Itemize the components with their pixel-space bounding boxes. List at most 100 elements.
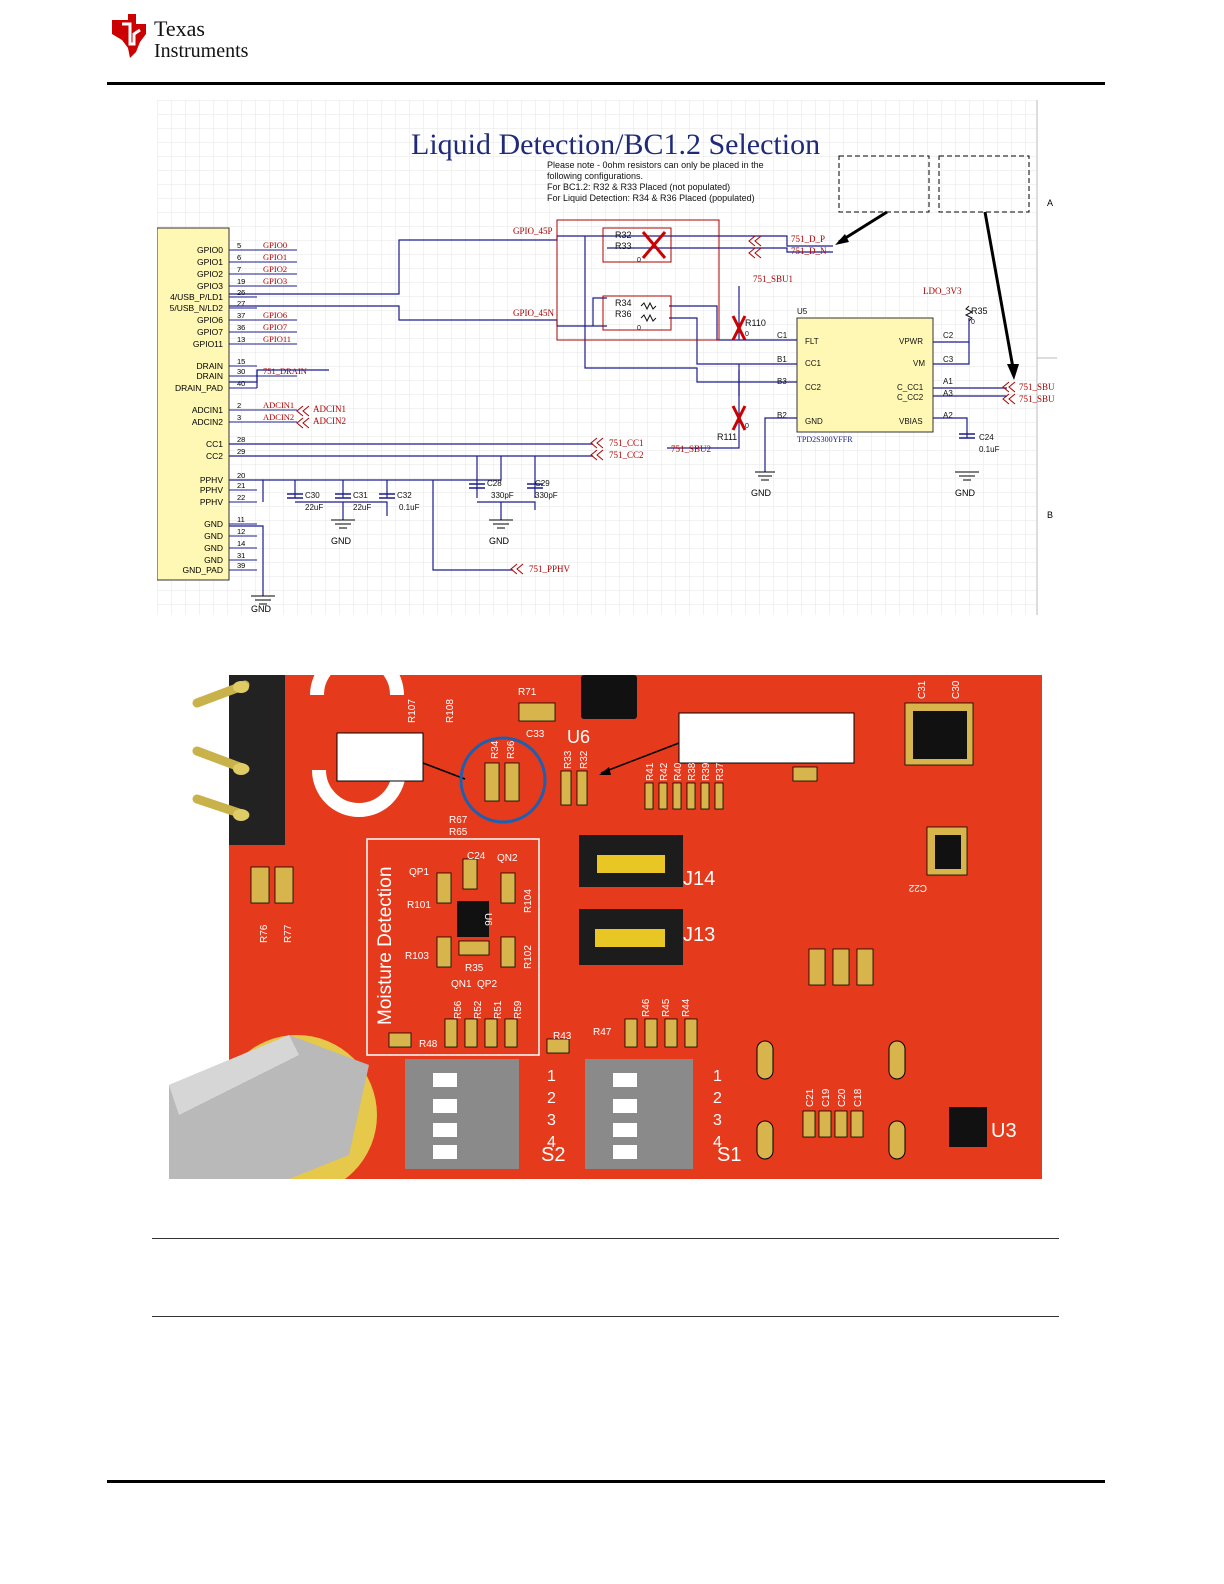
svg-text:GND: GND [955,488,976,498]
connector-pin-number: 19 [237,277,245,286]
footer-rule [107,1480,1105,1483]
pcb-callout-box-2 [678,712,855,764]
svg-text:J13: J13 [683,924,715,946]
connector-pin-number: 6 [237,253,241,262]
connector-pin-name: PPHV [200,475,223,485]
r36-label: R36 [615,309,632,319]
svg-text:C24: C24 [979,433,994,442]
pcb-jumpers [579,835,683,965]
connector-pin-number: 7 [237,265,241,274]
ic-u5-body [796,317,934,433]
svg-text:For Liquid Detection: R34 & R3: For Liquid Detection: R34 & R36 Placed (… [547,193,755,203]
r34-r36-highlight-circle [459,736,547,824]
ground-labels: GND GND GND GND GND [251,488,976,614]
connector-pin-name: GND [204,519,223,529]
pcb-silk-vertical-labels: R107 R108 R34 R36 R33 R32 R41 R42 R40 R3… [259,680,962,1107]
connector-pin-number: 3 [237,413,241,422]
callout-box-1 [838,155,930,213]
svg-text:R46: R46 [641,998,652,1017]
connector-pin-number: 2 [237,401,241,410]
svg-text:0: 0 [637,257,641,264]
svg-text:QP1: QP1 [409,867,429,878]
svg-text:QN1: QN1 [451,979,472,990]
connector-pin-name: GND_PAD [183,565,223,575]
svg-text:R65: R65 [449,827,468,838]
svg-text:U6: U6 [567,727,590,747]
schematic-figure: A B Liquid Detection/BC1.2 Selection Ple… [156,100,1057,615]
svg-text:R101: R101 [407,900,431,911]
svg-text:S2: S2 [541,1144,565,1166]
r110-label: R110 [745,318,766,328]
r35-label: R35 [971,306,988,316]
r111-label: R111 [717,432,737,442]
svg-text:QP2: QP2 [477,979,497,990]
svg-text:R108: R108 [445,699,456,723]
connector-pin-name: DRAIN [197,371,223,381]
svg-text:R59: R59 [513,1000,524,1019]
connector-pin-name: GPIO11 [193,339,223,349]
svg-text:C20: C20 [837,1088,848,1107]
svg-text:R51: R51 [493,1000,504,1019]
svg-text:C30: C30 [305,491,320,500]
svg-text:R71: R71 [518,687,537,698]
svg-text:C19: C19 [821,1088,832,1107]
svg-text:C_CC2: C_CC2 [897,393,924,402]
svg-text:330pF: 330pF [535,491,558,500]
connector-pin-name: CC1 [206,439,223,449]
svg-text:R38: R38 [687,762,698,781]
svg-text:C18: C18 [853,1088,864,1107]
svg-text:C31: C31 [353,491,368,500]
svg-text:R45: R45 [661,998,672,1017]
connector-pin-name: GPIO0 [197,245,223,255]
connector-pin-name: 4/USB_P/LD1 [170,292,223,302]
zone-b-label: B [1047,510,1053,520]
svg-text:C29: C29 [535,479,550,488]
svg-text:U6: U6 [482,913,493,926]
connector-pin-name: GPIO7 [197,327,223,337]
ti-logo-text-line1: Texas [154,16,205,41]
svg-text:R34: R34 [490,740,501,759]
svg-text:22uF: 22uF [353,503,371,512]
pcb-photo: R71 C33 U6 R67 R65 QP1 C24 QN2 R101 R103… [169,648,1042,1195]
connector-pin-name: DRAIN_PAD [175,383,223,393]
svg-text:GND: GND [251,604,272,614]
pcb-silk-labels: R71 C33 U6 R67 R65 QP1 C24 QN2 R101 R103… [405,687,1017,1166]
caption-rule-bottom [152,1316,1059,1317]
svg-text:R47: R47 [593,1027,612,1038]
connector-pin-name: GND [204,543,223,553]
caption-rule-top [152,1238,1059,1239]
svg-text:R43: R43 [553,1031,572,1042]
connector-net-label: 751_DRAIN [263,366,307,376]
svg-text:22uF: 22uF [305,503,323,512]
connector-net-label: GPIO6 [263,310,287,320]
connector-net-label: GPIO0 [263,240,287,250]
svg-text:R67: R67 [449,815,468,826]
svg-text:751_CC2: 751_CC2 [609,450,644,460]
svg-text:751_SBU1: 751_SBU1 [753,274,793,284]
svg-text:C28: C28 [487,479,502,488]
svg-text:CC1: CC1 [805,359,822,368]
svg-text:following configurations.: following configurations. [547,171,643,181]
svg-text:751_SBU: 751_SBU [1019,394,1055,404]
svg-text:J14: J14 [683,868,715,890]
connector-pin-name: GPIO6 [197,315,223,325]
svg-text:R41: R41 [645,762,656,781]
schematic-title: Liquid Detection/BC1.2 Selection [411,128,820,161]
svg-text:C24: C24 [467,851,486,862]
svg-text:3: 3 [547,1112,556,1129]
r33-label: R33 [615,241,632,251]
svg-text:C30: C30 [951,680,962,699]
svg-text:751_SBU: 751_SBU [1019,382,1055,392]
svg-text:U3: U3 [991,1120,1017,1142]
pcb-component-bodies [457,675,987,1147]
svg-text:R76: R76 [259,924,270,943]
svg-text:2: 2 [713,1090,722,1107]
connector-pin-number: 30 [237,367,245,376]
resistor-group-box [556,219,720,341]
svg-text:FLT: FLT [805,337,819,346]
svg-text:C_CC1: C_CC1 [897,383,924,392]
svg-text:C3: C3 [943,355,954,364]
svg-text:0.1uF: 0.1uF [979,445,1000,454]
svg-text:3: 3 [713,1112,722,1129]
